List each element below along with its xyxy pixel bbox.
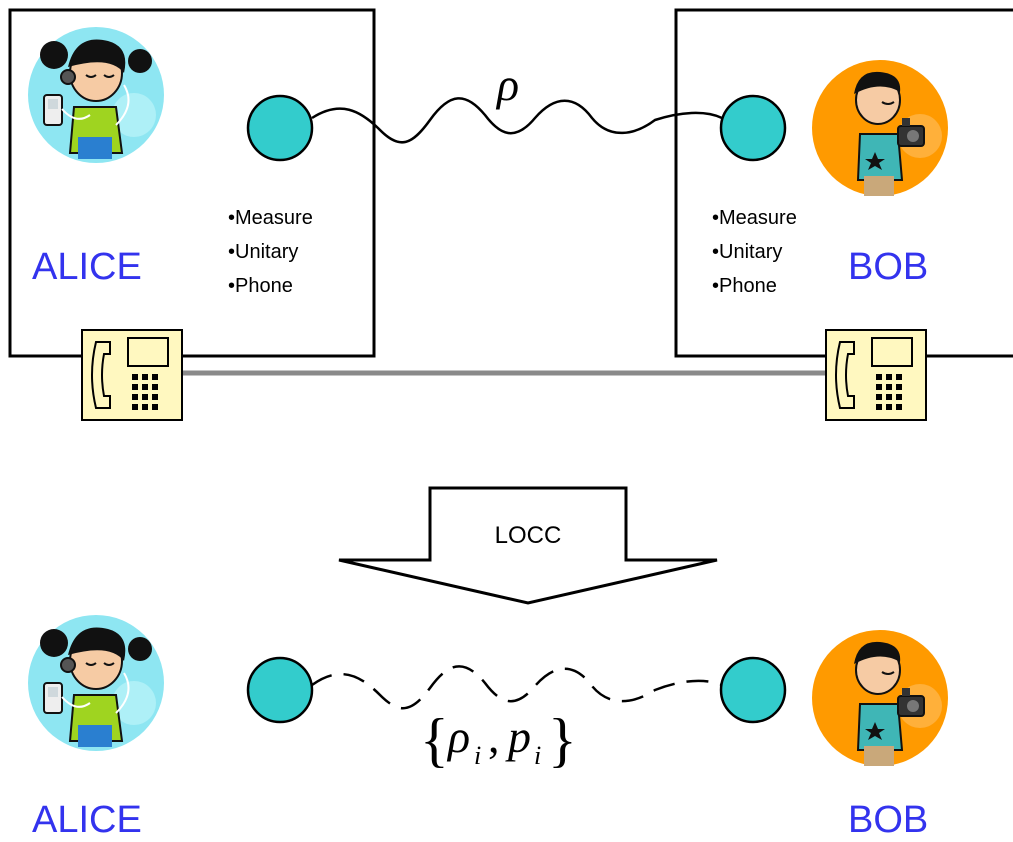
alice-avatar-bottom (27, 614, 165, 752)
ensemble-p: p (505, 711, 531, 762)
down-arrow (338, 486, 718, 605)
state-rho: ρ (495, 59, 519, 110)
dashed-wavy-link (311, 665, 723, 710)
phone-icon-alice (81, 329, 183, 421)
bob-name-bottom: BOB (848, 799, 928, 841)
alice-op-2: •Unitary (228, 241, 298, 263)
bob-op-1: •Measure (712, 207, 797, 229)
phone-icon-bob (825, 329, 927, 421)
bob-op-2: •Unitary (712, 241, 782, 263)
alice-op-3: •Phone (228, 275, 293, 297)
qubit-node-bob-bottom (719, 656, 787, 724)
alice-lab-box (8, 8, 376, 358)
ensemble-rho: ρ (446, 711, 470, 762)
bob-name-top: BOB (848, 246, 928, 288)
alice-name-bottom: ALICE (32, 799, 142, 841)
wavy-link (311, 97, 723, 144)
bob-op-3: •Phone (712, 275, 777, 297)
ensemble-open-brace: { (420, 707, 449, 773)
qubit-node-bob (719, 94, 787, 162)
ensemble-p-sub: i (534, 741, 541, 770)
ensemble-comma: , (488, 711, 500, 762)
ensemble-close-brace: } (548, 707, 577, 773)
qubit-node-alice-bottom (246, 656, 314, 724)
alice-name-top: ALICE (32, 246, 142, 288)
locc-label: LOCC (495, 522, 562, 549)
alice-op-1: •Measure (228, 207, 313, 229)
alice-avatar-top (27, 26, 165, 164)
bob-avatar-bottom (811, 629, 949, 767)
bob-avatar-top (811, 59, 949, 197)
qubit-node-alice (246, 94, 314, 162)
ensemble-rho-sub: i (474, 741, 481, 770)
